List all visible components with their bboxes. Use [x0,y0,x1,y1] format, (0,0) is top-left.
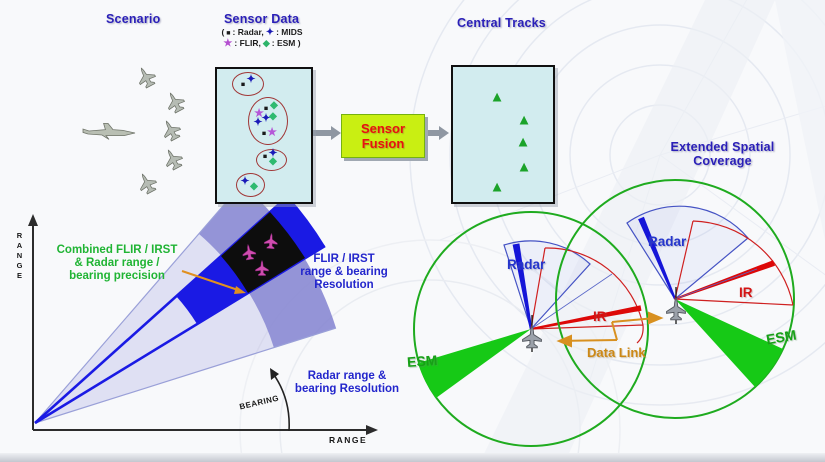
mids-plot-icon: ✦ [261,112,271,125]
flow-arrow-fusion-to-tracks [425,126,449,140]
sensor-fusion-box: Sensor Fusion [341,114,425,158]
track-triangle-icon: ▲ [516,111,532,129]
radar-resolution-label: Radar range & bearing Resolution [294,370,400,395]
flow-arrow-sensor-to-fusion [311,126,341,140]
bottom-edge-strip [0,453,825,462]
esm-wedge [675,299,783,387]
coverage-right-circle-group [555,179,795,419]
esm-wedge [418,329,531,398]
mids-plot-icon: ✦ [268,147,278,160]
track-triangle-icon: ▲ [516,158,532,176]
radar-beam [512,243,533,330]
central-tracks-panel: ▲ ▲ ▲ ▲ ▲ [451,65,555,204]
annotation-arrow [181,270,239,291]
radar-plot-icon: ■ [262,153,268,161]
fighter-jet-icon [162,88,188,116]
left-radar-label: Radar [507,257,546,272]
sensor-data-title: Sensor Data [224,12,300,26]
left-esm-label: ESM [406,351,438,371]
data-link-label: Data Link [587,345,646,360]
combined-precision-label: Combined FLIR / IRST & Radar range / bea… [56,244,178,282]
legend-flir-label: : FLIR, [234,38,261,48]
legend-open-paren: ( [221,27,225,37]
detection-cluster [232,72,264,96]
mids-plot-icon: ✦ [240,175,250,188]
sensor-data-panel: ■✦★■◆✦✦◆■★■✦◆✦◆ [215,67,313,204]
data-link-arrows [556,311,664,348]
platform-jet-icon [521,325,543,349]
fighter-jet-icon [133,63,159,91]
coverage-circle [413,211,649,447]
fighter-jet-icon [158,116,184,144]
legend-esm-label: : ESM ) [271,38,301,48]
radar-symbol-icon: ■ [226,30,231,37]
radar-plot-icon: ■ [240,81,246,89]
platform-jet-icon [665,297,687,321]
radar-fan [626,205,749,300]
esm-plot-icon: ◆ [270,100,278,111]
radar-plot-icon: ■ [261,130,267,138]
legend-radar-label: : Radar, [232,27,264,37]
range-axis-x-label: RANGE [329,435,368,445]
radar-beam [638,216,676,300]
scenario-title: Scenario [106,12,161,26]
track-triangle-icon: ▲ [515,133,531,151]
fusion-label-line2: Fusion [361,136,405,151]
flir-resolution-label: FLIR / IRST range & bearing Resolution [300,253,388,291]
fusion-label-line1: Sensor [360,121,406,136]
mids-plot-icon: ✦ [246,73,256,86]
left-ir-label: IR [593,309,607,324]
flir-plot-icon: ★ [267,126,277,139]
fighter-jet-icon [160,145,186,173]
detection-cluster [236,173,265,197]
fighter-jet-icon [134,169,160,197]
coverage-circle [555,179,795,419]
esm-plot-icon: ◆ [269,111,277,122]
x-axis-arrowhead [366,425,378,435]
tracks-symbols-layer: ▲ ▲ ▲ ▲ ▲ [453,67,553,202]
sensor-legend-line2: ★: FLIR,◆: ESM ) [210,38,314,49]
legend-mids-label: : MIDS [276,27,303,37]
resolution-chart [28,183,378,435]
radar-plot-icon: ■ [263,105,269,113]
detection-cluster [248,97,288,145]
ownship-jet-icon [82,122,136,140]
bearing-arrowhead [270,368,279,380]
mids-plot-icon: ✦ [253,116,263,129]
combined-precision-cell [221,212,305,293]
enemy-formation-jets [133,63,188,197]
track-triangle-icon: ▲ [489,88,505,106]
track-triangle-icon: ▲ [489,178,505,196]
right-ir-label: IR [739,285,753,300]
mids-symbol-icon: ✦ [265,27,275,38]
right-radar-label: Radar [648,234,687,249]
flir-plot-icon: ★ [254,107,264,120]
sensor-symbols-layer: ■✦★■◆✦✦◆■★■✦◆✦◆ [217,69,311,202]
esm-symbol-icon: ◆ [262,38,270,48]
coverage-left-circle-group [413,211,649,447]
extended-coverage-title: Extended Spatial Coverage [670,140,775,168]
central-tracks-title: Central Tracks [457,16,546,30]
esm-plot-icon: ◆ [250,181,258,192]
detection-cluster [256,149,287,171]
y-axis-arrowhead [28,214,38,226]
sensor-legend-line1: (■: Radar,✦: MIDS [210,27,314,39]
esm-plot-icon: ◆ [269,156,277,167]
range-axis-y-label: RANGE [15,231,24,281]
flir-symbol-icon: ★ [223,38,233,49]
